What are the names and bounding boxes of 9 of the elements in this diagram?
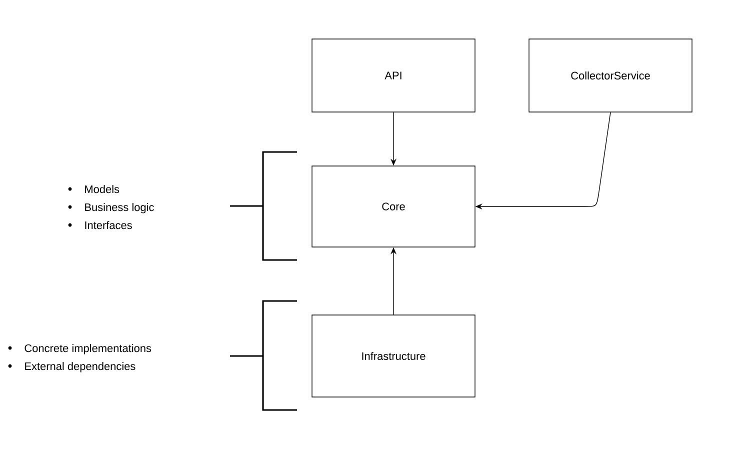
component-box: Infrastructure — [312, 314, 476, 398]
bullet-item: Interfaces — [85, 221, 132, 230]
component-box: CollectorService — [528, 38, 692, 112]
component-box: Core — [312, 166, 476, 248]
bullet-item: Business logic — [85, 203, 154, 214]
bullet-item: Models — [85, 185, 120, 194]
bullet-item: Concrete implementations — [24, 344, 152, 354]
bullet-item: External dependencies — [25, 362, 136, 372]
component-box: API — [312, 38, 476, 112]
